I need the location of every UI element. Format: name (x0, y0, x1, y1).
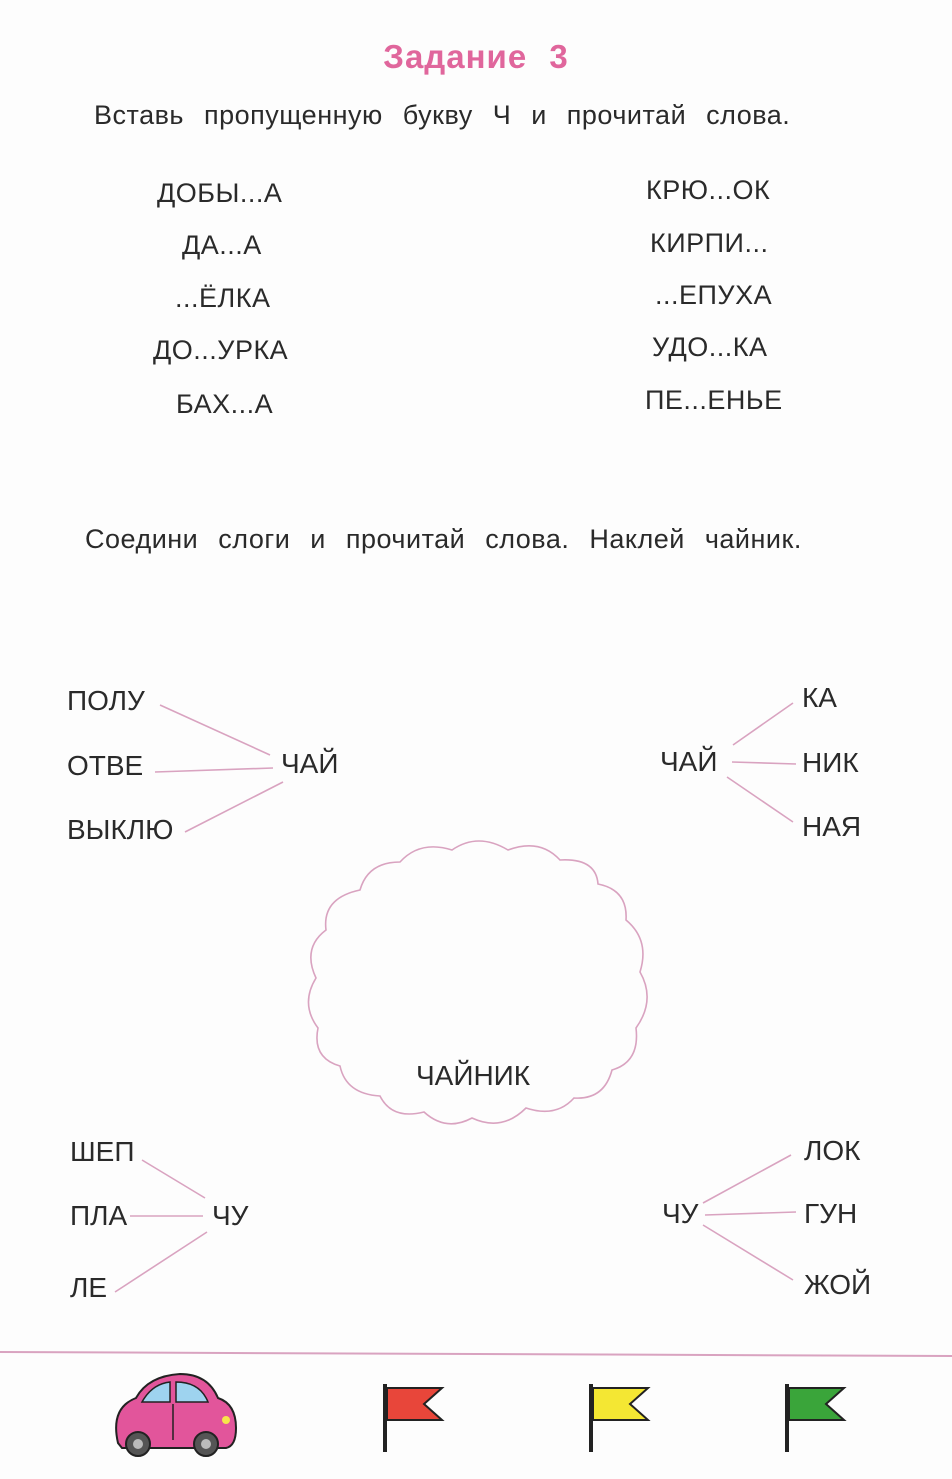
left-word-5: БАХ...А (176, 389, 274, 419)
right-word-1: КРЮ...ОК (646, 175, 771, 205)
left-word-2: ДА...А (182, 230, 262, 260)
connector-lines (114, 702, 797, 1293)
right-word-5: ПЕ...ЕНЬЕ (645, 385, 783, 415)
syllable-chu-right[interactable]: ЧУ (662, 1198, 699, 1229)
right-word-4: УДО...КА (652, 332, 768, 362)
red-flag-icon (383, 1384, 445, 1452)
green-flag-icon (785, 1384, 847, 1452)
syllable-lok[interactable]: ЛОК (804, 1135, 861, 1166)
syllable-naya[interactable]: НАЯ (802, 811, 862, 842)
left-word-4: ДО...УРКА (153, 335, 289, 365)
syllable-otve[interactable]: ОТВЕ (67, 750, 144, 781)
footer-divider (0, 1351, 952, 1357)
syllable-gun[interactable]: ГУН (804, 1198, 858, 1229)
sticker-cloud (307, 840, 648, 1125)
page-title: Задание 3 (383, 38, 569, 75)
syllable-chu-left[interactable]: ЧУ (212, 1200, 249, 1231)
syllable-polu[interactable]: ПОЛУ (67, 685, 145, 716)
syllable-pla[interactable]: ПЛА (70, 1200, 128, 1231)
syllable-zhoi[interactable]: ЖОЙ (804, 1269, 872, 1300)
left-word-1: ДОБЫ...А (157, 178, 283, 208)
car-icon (115, 1372, 238, 1457)
task1-instruction: Вставь пропущенную букву Ч и прочитай сл… (94, 100, 791, 130)
syllable-ka[interactable]: КА (802, 682, 837, 713)
syllable-chai-right[interactable]: ЧАЙ (660, 746, 718, 777)
sticker-label: ЧАЙНИК (416, 1060, 531, 1091)
syllable-shep[interactable]: ШЕП (70, 1136, 135, 1167)
right-word-2: КИРПИ... (650, 228, 769, 258)
syllable-le[interactable]: ЛЕ (70, 1272, 108, 1303)
syllable-chai-left[interactable]: ЧАЙ (281, 748, 339, 779)
syllable-nik[interactable]: НИК (802, 747, 859, 778)
yellow-flag-icon (589, 1384, 651, 1452)
syllable-vyklyu[interactable]: ВЫКЛЮ (67, 814, 174, 845)
right-word-3: ...ЕПУХА (655, 280, 773, 310)
task2-instruction: Соедини слоги и прочитай слова. Наклей ч… (85, 524, 802, 554)
left-word-3: ...ЁЛКА (175, 283, 271, 313)
